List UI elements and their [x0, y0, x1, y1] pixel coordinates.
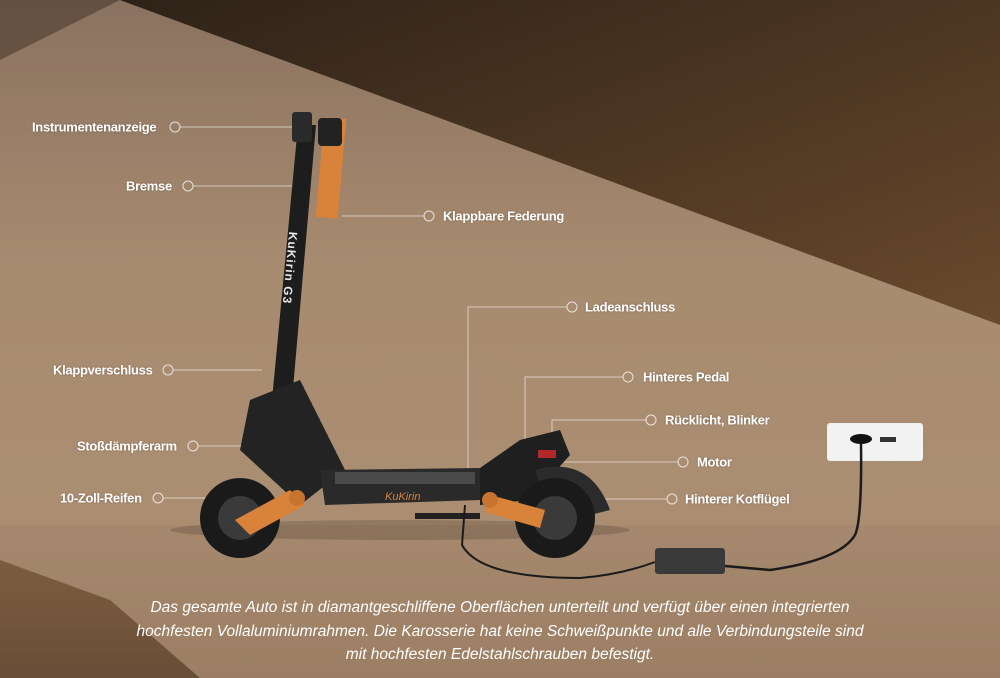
- label-charging-port: Ladeanschluss: [585, 299, 676, 315]
- label-rear-fender: Hinterer Kotflügel: [685, 491, 790, 507]
- label-folding-suspension: Klappbare Federung: [443, 208, 565, 224]
- caption-line: hochfesten Vollaluminiumrahmen. Die Karo…: [136, 622, 864, 640]
- caption-line: Das gesamte Auto ist in diamantgeschliff…: [150, 599, 850, 616]
- marker-icon: [622, 371, 634, 383]
- marker-icon: [666, 493, 678, 505]
- label-folding-lock: Klappverschluss: [53, 362, 153, 378]
- marker-icon: [423, 210, 435, 222]
- label-motor: Motor: [697, 454, 732, 470]
- charger-brick: [655, 548, 725, 574]
- caption: Das gesamte Auto ist in diamantgeschliff…: [0, 596, 1000, 667]
- marker-icon: [566, 301, 578, 313]
- label-shock-arm: Stoßdämpferarm: [77, 438, 177, 454]
- svg-text:KuKirin: KuKirin: [385, 491, 420, 503]
- marker-icon: [162, 364, 174, 376]
- label-taillight: Rücklicht, Blinker: [665, 412, 770, 428]
- caption-line: mit hochfesten Edelstahlschrauben befest…: [345, 646, 655, 663]
- label-brake: Bremse: [126, 178, 172, 194]
- marker-icon: [152, 492, 164, 504]
- dark-wedge-top: [120, 0, 1000, 325]
- marker-icon: [182, 180, 194, 192]
- marker-icon: [169, 121, 181, 133]
- power-outlet: [827, 423, 923, 461]
- scooter-illustration: KuKirin: [170, 112, 630, 558]
- label-tire: 10-Zoll-Reifen: [60, 490, 142, 506]
- label-instrument: Instrumentenanzeige: [32, 119, 157, 135]
- label-rear-pedal: Hinteres Pedal: [643, 369, 730, 385]
- marker-icon: [645, 414, 657, 426]
- marker-icon: [187, 440, 199, 452]
- dark-wedge-bottom: [0, 560, 200, 678]
- marker-icon: [677, 456, 689, 468]
